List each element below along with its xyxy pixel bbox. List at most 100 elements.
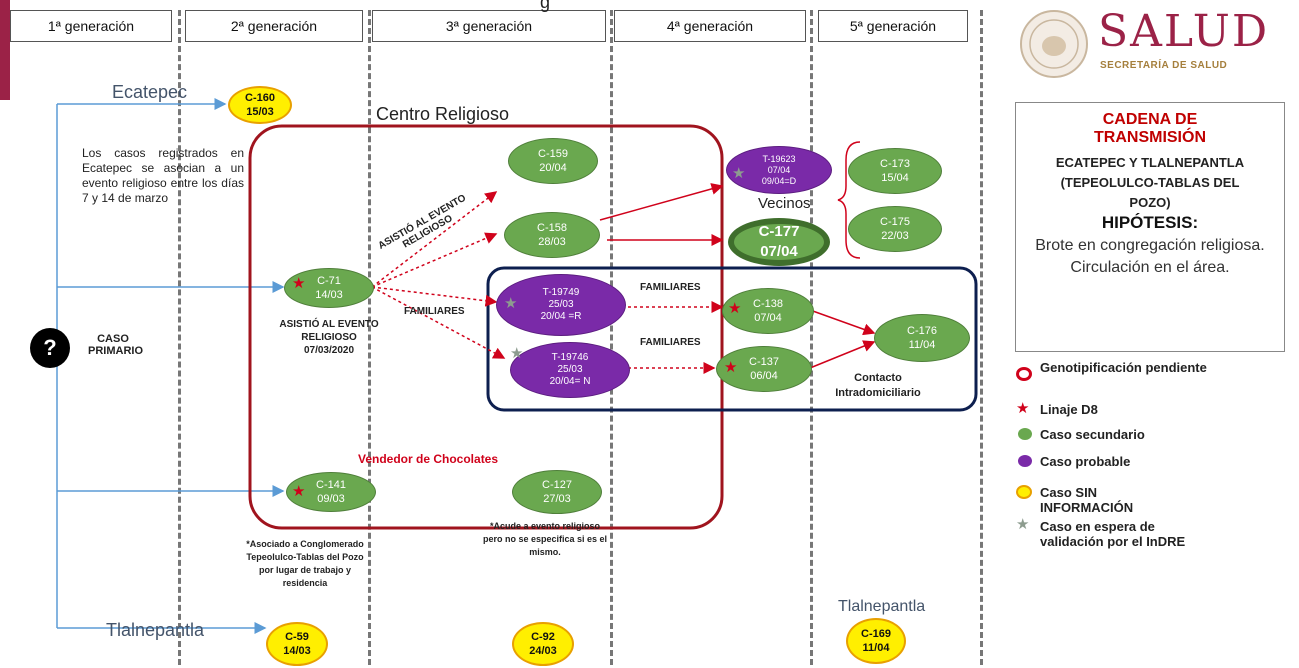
case-id: T-19746 bbox=[551, 352, 589, 363]
logo-subtitle: SECRETARÍA DE SALUD bbox=[1100, 60, 1228, 71]
info-subtitle: ECATEPEC Y TLALNEPANTLA (TEPEOLULCO-TABL… bbox=[1055, 155, 1245, 210]
case-date: 28/03 bbox=[538, 236, 566, 248]
case-id: C-141 bbox=[316, 479, 346, 491]
info-title-2: TRANSMISIÓN bbox=[1094, 129, 1206, 146]
lineage-d8-star-icon: ★ bbox=[724, 359, 738, 376]
case-date: 25/03 bbox=[548, 299, 574, 310]
case-node-c158[interactable]: C-158 28/03 bbox=[504, 212, 600, 258]
case-id: C-92 bbox=[531, 631, 555, 643]
case-node-c71[interactable]: C-71 14/03 bbox=[284, 268, 374, 308]
familiares-label-3: FAMILIARES bbox=[640, 337, 701, 348]
case-date: 07/04 bbox=[754, 312, 782, 324]
case-id: C-138 bbox=[753, 298, 783, 310]
case-date: 24/03 bbox=[529, 645, 557, 657]
case-id: C-71 bbox=[317, 275, 341, 287]
generation-divider bbox=[368, 10, 371, 665]
case-result: 09/04=D bbox=[761, 175, 797, 186]
case-date: 07/04 bbox=[760, 243, 798, 260]
generation-header-1: 1ª generación bbox=[10, 10, 172, 42]
case-id: C-159 bbox=[538, 148, 568, 160]
lineage-d8-star-icon: ★ bbox=[292, 275, 306, 292]
case-date: 07/04 bbox=[767, 164, 791, 175]
case-id: C-160 bbox=[245, 92, 275, 104]
case-date: 15/03 bbox=[246, 106, 274, 118]
case-result: 20/04= N bbox=[549, 376, 591, 387]
generation-divider bbox=[610, 10, 613, 665]
case-node-c92[interactable]: C-92 24/03 bbox=[512, 622, 574, 666]
generation-header-3: 3ª generación bbox=[372, 10, 606, 42]
info-hipotesis: HIPÓTESIS: bbox=[1101, 213, 1199, 232]
case-node-c175[interactable]: C-175 22/03 bbox=[848, 206, 942, 252]
generation-header-2: 2ª generación bbox=[185, 10, 363, 42]
asistio-evento-label: ASISTIÓ AL EVENTO RELIGIOSO 07/03/2020 bbox=[279, 319, 379, 356]
info-text: Brote en congregación religiosa. Circula… bbox=[1035, 237, 1265, 276]
generation-header-5: 5ª generación bbox=[818, 10, 968, 42]
pending-validation-star-icon: ★ bbox=[504, 295, 518, 312]
case-id: C-127 bbox=[542, 479, 572, 491]
ecatepec-note: Los casos registrados en Ecatepec se aso… bbox=[82, 146, 244, 205]
generation-divider bbox=[980, 10, 983, 665]
case-date: 06/04 bbox=[750, 370, 778, 382]
familiares-label-2: FAMILIARES bbox=[640, 282, 701, 293]
case-node-c138[interactable]: C-138 07/04 bbox=[722, 288, 814, 334]
generation-header-4: 4ª generación bbox=[614, 10, 806, 42]
familiares-label-1: FAMILIARES bbox=[404, 306, 465, 317]
case-date: 09/03 bbox=[317, 493, 345, 505]
legend-ring-icon bbox=[1016, 367, 1032, 381]
case-id: C-175 bbox=[880, 216, 910, 228]
legend-genotype: Genotipificación pendiente bbox=[1040, 360, 1207, 375]
contacto-label: Contacto Intradomiciliario bbox=[835, 372, 921, 399]
case-id: C-158 bbox=[537, 222, 567, 234]
legend-lineage: Linaje D8 bbox=[1040, 402, 1098, 417]
case-node-c169[interactable]: C-169 11/04 bbox=[846, 618, 906, 664]
legend-gray-star-icon: ★ bbox=[1016, 516, 1030, 533]
case-id: T-19749 bbox=[542, 287, 580, 298]
case-node-c159[interactable]: C-159 20/04 bbox=[508, 138, 598, 184]
acude-note: *Acude a evento religioso pero no se esp… bbox=[482, 521, 608, 557]
case-date: 11/04 bbox=[862, 642, 890, 654]
case-date: 15/04 bbox=[881, 172, 909, 184]
partial-title: g bbox=[540, 0, 551, 12]
case-id: C-169 bbox=[861, 628, 891, 640]
legend-secondary: Caso secundario bbox=[1040, 427, 1145, 442]
lineage-d8-star-icon: ★ bbox=[728, 300, 742, 317]
case-id: C-59 bbox=[285, 631, 309, 643]
vendedor-label: Vendedor de Chocolates bbox=[358, 452, 499, 466]
legend-probable: Caso probable bbox=[1040, 454, 1131, 469]
place-tlalnepantla-left: Tlalnepantla bbox=[106, 620, 205, 640]
case-id: C-137 bbox=[749, 356, 779, 368]
case-node-c160[interactable]: C-160 15/03 bbox=[228, 86, 292, 124]
case-date: 14/03 bbox=[315, 289, 343, 301]
centro-religioso-title: Centro Religioso bbox=[376, 104, 510, 124]
case-node-c141[interactable]: C-141 09/03 bbox=[286, 472, 376, 512]
legend-yellow-dot-icon bbox=[1016, 485, 1032, 499]
generation-divider bbox=[810, 10, 813, 665]
case-node-c137[interactable]: C-137 06/04 bbox=[716, 346, 812, 392]
legend-red-star-icon: ★ bbox=[1016, 400, 1030, 417]
case-id: T-19623 bbox=[762, 153, 796, 164]
case-date: 20/04 bbox=[539, 162, 567, 174]
legend-no-info: Caso SIN INFORMACIÓN bbox=[1040, 485, 1134, 515]
info-title-1: CADENA DE bbox=[1102, 111, 1198, 128]
legend-pending-validation: Caso en espera de validación por el InDR… bbox=[1040, 519, 1186, 549]
case-date: 22/03 bbox=[881, 230, 909, 242]
pending-validation-star-icon: ★ bbox=[732, 165, 746, 182]
lineage-d8-star-icon: ★ bbox=[292, 483, 306, 500]
case-node-c59[interactable]: C-59 14/03 bbox=[266, 622, 328, 666]
case-result: 20/04 =R bbox=[540, 311, 582, 322]
asociado-note: *Asociado a Conglomerado Tepeolulco-Tabl… bbox=[246, 539, 364, 588]
place-ecatepec: Ecatepec bbox=[112, 82, 188, 102]
case-date: 25/03 bbox=[557, 364, 583, 375]
legend-green-dot-icon bbox=[1018, 428, 1032, 440]
government-seal bbox=[1018, 8, 1090, 80]
case-date: 14/03 bbox=[283, 645, 311, 657]
logo-title: SALUD bbox=[1098, 6, 1270, 57]
